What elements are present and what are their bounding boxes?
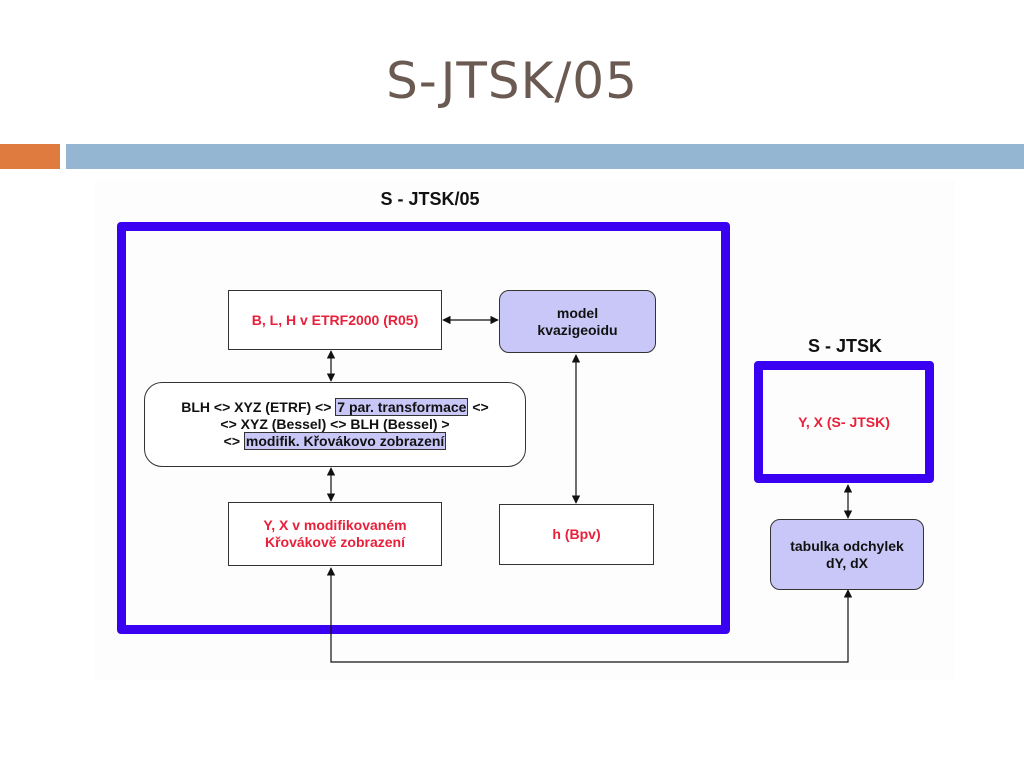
chain-highlight-7par: 7 par. transformace bbox=[335, 398, 469, 416]
box-yx-sjtsk: Y, X (S- JTSK) bbox=[763, 370, 925, 474]
box-blh-etrf2000: B, L, H v ETRF2000 (R05) bbox=[228, 290, 442, 350]
box-model-line1: model bbox=[556, 304, 599, 321]
box-transform-chain: BLH <> XYZ (ETRF) <> 7 par. transformace… bbox=[144, 382, 526, 467]
chain-line3-prefix: <> bbox=[223, 433, 244, 449]
chain-line2: <> XYZ (Bessel) <> BLH (Bessel) > bbox=[220, 416, 450, 432]
box-yx-line1: Y, X v modifikovaném bbox=[263, 517, 407, 533]
right-frame-label: S - JTSK bbox=[807, 336, 882, 356]
chain-line1-prefix: BLH <> XYZ (ETRF) <> bbox=[181, 399, 336, 415]
accent-bar-orange bbox=[0, 144, 60, 169]
accent-bar-blue bbox=[66, 144, 1024, 169]
box-tabulka-odchylek: tabulka odchylek dY, dX bbox=[770, 519, 924, 590]
box-h-bpv: h (Bpv) bbox=[499, 504, 654, 565]
box-model-kvazigeoidu: model kvazigeoidu bbox=[499, 290, 656, 353]
box-yx-line2: Křovákově zobrazení bbox=[264, 534, 406, 550]
box-tabulka-line2: dY, dX bbox=[825, 554, 868, 571]
chain-highlight-krovak: modifik. Křovákovo zobrazení bbox=[243, 432, 447, 450]
left-frame-label: S - JTSK/05 bbox=[380, 189, 480, 209]
box-yx-sjtsk-text: Y, X (S- JTSK) bbox=[798, 413, 890, 430]
box-h-bpv-text: h (Bpv) bbox=[552, 526, 601, 542]
box-yx-modified-krovak: Y, X v modifikovaném Křovákově zobrazení bbox=[228, 502, 442, 566]
s-jtsk-frame bbox=[754, 361, 934, 483]
slide-title: S-JTSK/05 bbox=[386, 52, 638, 110]
box-tabulka-line1: tabulka odchylek bbox=[790, 537, 904, 554]
box-model-line2: kvazigeoidu bbox=[537, 321, 618, 338]
box-blh-etrf2000-text: B, L, H v ETRF2000 (R05) bbox=[251, 311, 419, 328]
chain-line1-suffix: <> bbox=[468, 399, 489, 415]
